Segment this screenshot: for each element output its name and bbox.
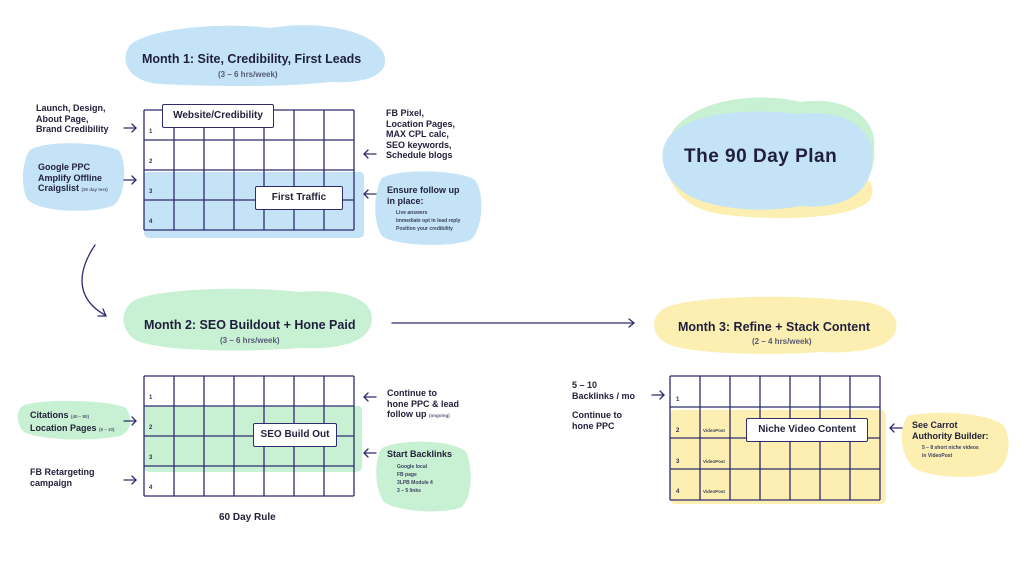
month2-retargeting-text: FB Retargeting campaign	[30, 467, 95, 488]
month2-backlinks-head: Start Backlinks	[387, 449, 453, 459]
month3-cell-videopost-3: VideoPost	[703, 459, 725, 464]
plan-title: The 90 Day Plan	[684, 146, 838, 167]
month1-right-blob	[375, 171, 482, 245]
month1-heading: Month 1: Site, Credibility, First Leads	[142, 52, 362, 66]
month3-cell-videopost-2: VideoPost	[703, 428, 725, 433]
month1-launch-text: Launch, Design, About Page, Brand Credib…	[36, 103, 109, 134]
seo-build-out-box: SEO Build Out	[253, 423, 337, 447]
arrow-m1-right-mid	[363, 189, 377, 199]
month1-row-2: 2	[149, 159, 153, 165]
arrow-m2-right-mid	[363, 448, 377, 458]
month1-hours: (3 – 6 hrs/week)	[218, 70, 278, 79]
month1-row-3: 3	[149, 189, 153, 195]
month2-heading: Month 2: SEO Buildout + Hone Paid	[144, 318, 356, 332]
month2-hours: (3 – 6 hrs/week)	[220, 336, 280, 345]
month1-follow-up-text: Ensure follow up in place:	[387, 185, 460, 206]
arrow-m1-right-top	[363, 149, 377, 159]
arrow-m2-right-top	[363, 392, 377, 402]
title-blob	[662, 111, 873, 210]
month3-right-blob	[901, 412, 1009, 477]
arrow-m1-left-top	[123, 123, 137, 133]
month1-left-blob	[22, 143, 125, 211]
month1-ppc-text: Google PPC Amplify Offline Craigslist (3…	[38, 162, 108, 193]
month3-carrot-text: See Carrot Authority Builder:	[912, 420, 989, 441]
month2-row-1: 1	[149, 395, 153, 401]
month1-heading-blob	[125, 25, 386, 86]
month3-heading: Month 3: Refine + Stack Content	[678, 320, 871, 334]
sixty-day-rule: 60 Day Rule	[219, 512, 276, 523]
month3-heading-blob	[654, 296, 897, 354]
month3-row-2: 2	[676, 428, 680, 434]
month3-row-1: 1	[676, 397, 680, 403]
month2-backlinks-items: Google local FB page 3LPB Module 4 3 – 5…	[397, 464, 433, 494]
month1-fb-pixel-text: FB Pixel, Location Pages, MAX CPL calc, …	[386, 108, 456, 160]
arrow-month2-to-month3	[391, 318, 636, 328]
arrow-month1-to-month2	[81, 244, 107, 317]
month2-row-3: 3	[149, 455, 153, 461]
month3-cell-videopost-4: VideoPost	[703, 489, 725, 494]
website-credibility-box: Website/Credibility	[162, 104, 274, 128]
month1-follow-up-items: Live answers Immediate opt in lead reply…	[396, 210, 461, 232]
month1-row-1: 1	[149, 129, 153, 135]
first-traffic-box: First Traffic	[255, 186, 343, 210]
month3-carrot-items: 5 – 8 short niche videos in VideoPost	[922, 445, 979, 459]
niche-video-content-box: Niche Video Content	[746, 418, 868, 442]
month3-row-4: 4	[676, 489, 680, 495]
arrow-m3-right	[889, 423, 903, 433]
month2-left-blob	[17, 400, 131, 440]
month1-grid	[143, 109, 355, 231]
month2-right-blob	[376, 441, 471, 512]
month2-row-4: 4	[149, 485, 153, 491]
arrow-m2-left-bot	[123, 475, 137, 485]
month3-continue-text: Continue to hone PPC	[572, 410, 622, 431]
month3-hours: (2 – 4 hrs/week)	[752, 337, 812, 346]
arrow-m1-left-mid	[123, 175, 137, 185]
month2-heading-blob	[123, 288, 372, 351]
month2-continue-text: Continue to hone PPC & lead follow up (o…	[387, 388, 460, 419]
month3-backlinks-text: 5 – 10 Backlinks / mo	[572, 380, 636, 401]
month1-row-4: 4	[149, 219, 153, 225]
arrow-m2-left-mid	[123, 416, 137, 426]
month3-row-3: 3	[676, 459, 680, 465]
month2-row-2: 2	[149, 425, 153, 431]
month2-citations-text: Citations (40 – 80) Location Pages (5 – …	[30, 410, 115, 433]
arrow-m3-left-top	[651, 390, 665, 400]
